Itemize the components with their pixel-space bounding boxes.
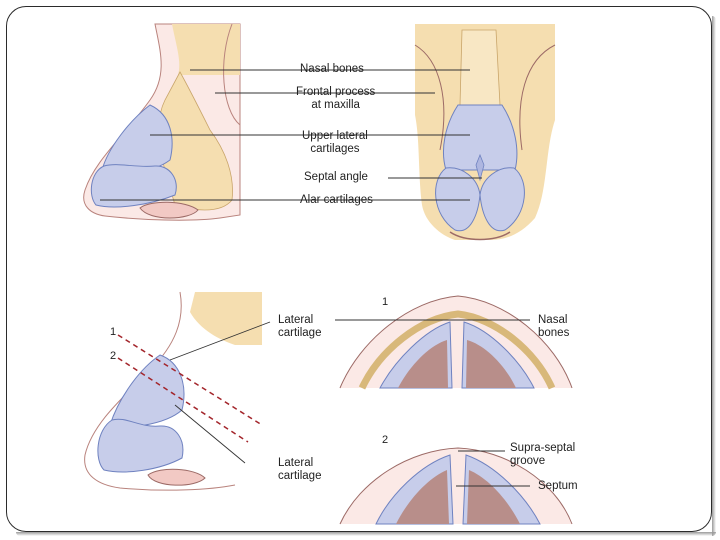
septal-angle-mark — [475, 153, 485, 182]
upper-cartilage-bottom — [109, 354, 185, 428]
frontal-view-figure — [414, 24, 556, 241]
section-1-number: 1 — [382, 296, 389, 308]
cut-line-2-number: 2 — [110, 350, 117, 362]
cut-line-1 — [117, 334, 263, 426]
section1-cavity-right — [466, 340, 516, 388]
label-lateral-cartilage-bottom: Lateral cartilage — [278, 457, 322, 482]
lateral-view-figure — [83, 23, 241, 221]
cross-section-1-figure — [339, 295, 573, 390]
label-septal-angle: Septal angle — [304, 171, 368, 183]
section2-cavity-left — [396, 470, 449, 524]
frame-shadow-right — [712, 16, 716, 536]
alar-cartilage-frontal-right — [479, 167, 525, 232]
cut-line-1-number: 1 — [110, 326, 117, 338]
leader-lateral-cartilage-bottom — [174, 404, 246, 464]
section1-cavity-left — [398, 340, 448, 388]
label-supra-septal-groove: Supra-septal groove — [510, 442, 576, 467]
section1-skin — [339, 295, 573, 389]
label-nasal-bones-section: Nasal bones — [538, 314, 570, 339]
orbit-right — [519, 44, 556, 151]
section-2-number: 2 — [382, 434, 389, 446]
nasal-bones-frontal — [459, 29, 501, 106]
leader-lateral-cartilage-top — [169, 321, 271, 361]
nostril-bottom — [147, 468, 206, 486]
frame-shadow-bottom — [16, 532, 716, 536]
cut-line-2 — [117, 357, 249, 443]
label-nasal-bones: Nasal bones — [300, 63, 364, 75]
label-alar-cartilages: Alar cartilages — [300, 194, 373, 206]
frontal-bone-curve — [223, 23, 241, 126]
orbit-left — [414, 44, 445, 151]
label-frontal-process: Frontal process at maxilla — [296, 86, 376, 111]
upper-lateral-cartilage-side — [101, 104, 173, 174]
profile-section-figure — [84, 291, 263, 491]
alar-cartilage-frontal-left — [435, 167, 481, 232]
label-upper-lateral-cartilages: Upper lateral cartilages — [302, 130, 368, 155]
skin-profile-bottom — [84, 291, 236, 491]
leader-lines — [100, 69, 530, 487]
section1-bone — [358, 310, 556, 390]
lower-cartilage-bottom — [97, 418, 184, 473]
bone-region-bottom — [190, 292, 262, 345]
columella-base — [449, 231, 511, 241]
alar-cartilage-side — [90, 164, 177, 208]
forehead-bone-region — [172, 24, 240, 75]
nostril-side — [139, 201, 199, 219]
label-lateral-cartilage-top: Lateral cartilage — [278, 314, 322, 339]
section2-cavity-right — [467, 470, 520, 524]
label-septum: Septum — [538, 480, 578, 492]
